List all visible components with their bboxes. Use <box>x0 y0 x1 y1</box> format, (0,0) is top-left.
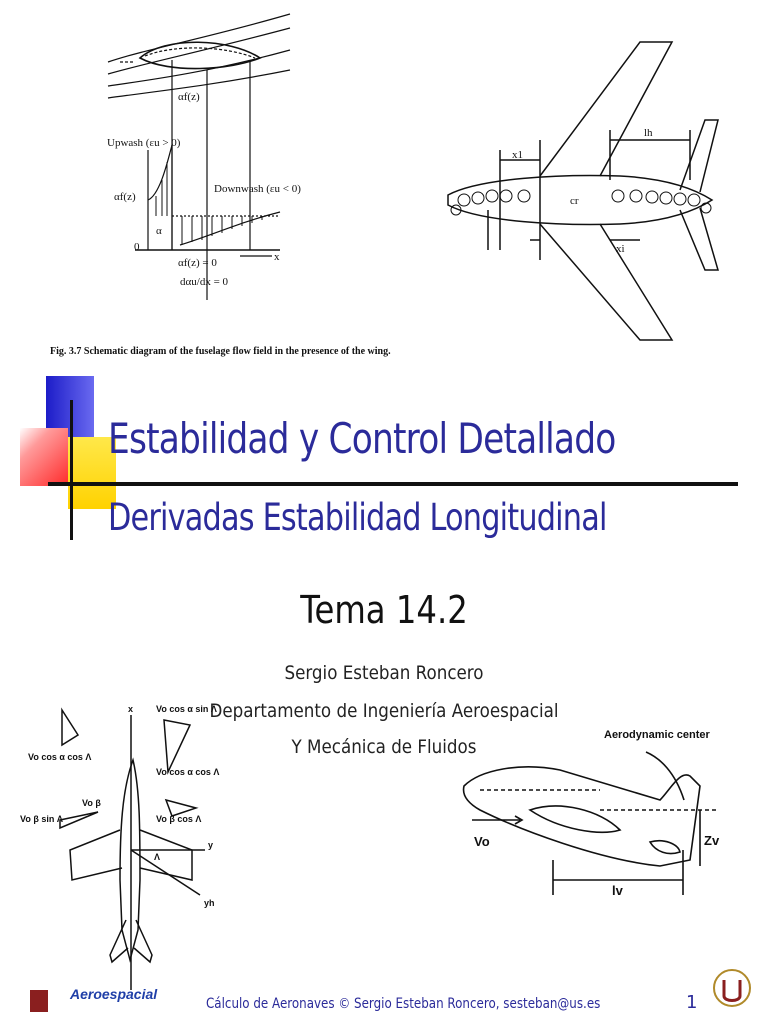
label-aerodynamic-center: Aerodynamic center <box>604 729 710 741</box>
label-af-zero: αf(z) = 0 <box>178 257 217 269</box>
decor-yellow-square <box>68 437 116 509</box>
title-divider-line <box>48 482 738 486</box>
decor-red-square <box>20 428 68 486</box>
slide-department-2: Y Mecánica de Fluidos <box>291 736 477 758</box>
label-vo-beta-cos: Vo β cos Λ <box>156 814 201 824</box>
label-x1: x1 <box>512 149 523 161</box>
label-cr: cr <box>570 195 579 207</box>
label-dau: dαu/dx = 0 <box>180 276 229 288</box>
label-downwash: Downwash (εu < 0) <box>214 183 301 195</box>
label-lh: lh <box>644 127 653 139</box>
label-x-axis: x <box>274 251 280 263</box>
decor-vertical-line <box>70 400 73 540</box>
label-lv: lv <box>612 883 624 898</box>
label-vo-cos-sin: Vo cos α sin Λ <box>156 704 217 714</box>
figure-caption: Fig. 3.7 Schematic diagram of the fusela… <box>50 346 391 357</box>
label-yh-axis: yh <box>204 898 215 908</box>
label-y-axis: y <box>208 840 213 850</box>
label-lambda: Λ <box>154 852 160 862</box>
university-mark-icon <box>30 990 48 1012</box>
label-vo-cos-cos: Vo cos α cos Λ <box>156 767 219 777</box>
footer-text: Cálculo de Aeronaves © Sergio Esteban Ro… <box>206 996 601 1012</box>
slide-title: Estabilidad y Control Detallado <box>108 414 616 463</box>
label-af-z-top: αf(z) <box>178 91 200 103</box>
label-x-axis-bl: x <box>128 704 133 714</box>
label-xi: xi <box>616 243 625 255</box>
label-zero: 0 <box>134 241 140 253</box>
label-zv: Zv <box>704 833 720 848</box>
slide-author: Sergio Esteban Roncero <box>284 662 484 684</box>
label-upwash: Upwash (εu > 0) <box>107 137 181 149</box>
slide-department: Departamento de Ingeniería Aeroespacial <box>209 700 559 722</box>
label-vo-side: Vo <box>474 834 490 849</box>
label-alpha: α <box>156 225 162 237</box>
slide-tema: Tema 14.2 <box>300 588 468 632</box>
label-af-z: αf(z) <box>114 191 136 203</box>
label-vo-beta-sin: Vo β sin Λ <box>20 814 63 824</box>
aeroespacial-logo: Aeroespacial <box>70 986 158 1002</box>
university-seal-icon <box>713 969 751 1007</box>
label-vo-beta: Vo β <box>82 798 101 808</box>
page-number: 1 <box>686 992 698 1013</box>
label-vo-cos: Vo cos α cos Λ <box>28 752 91 762</box>
slide-subtitle: Derivadas Estabilidad Longitudinal <box>108 496 607 539</box>
